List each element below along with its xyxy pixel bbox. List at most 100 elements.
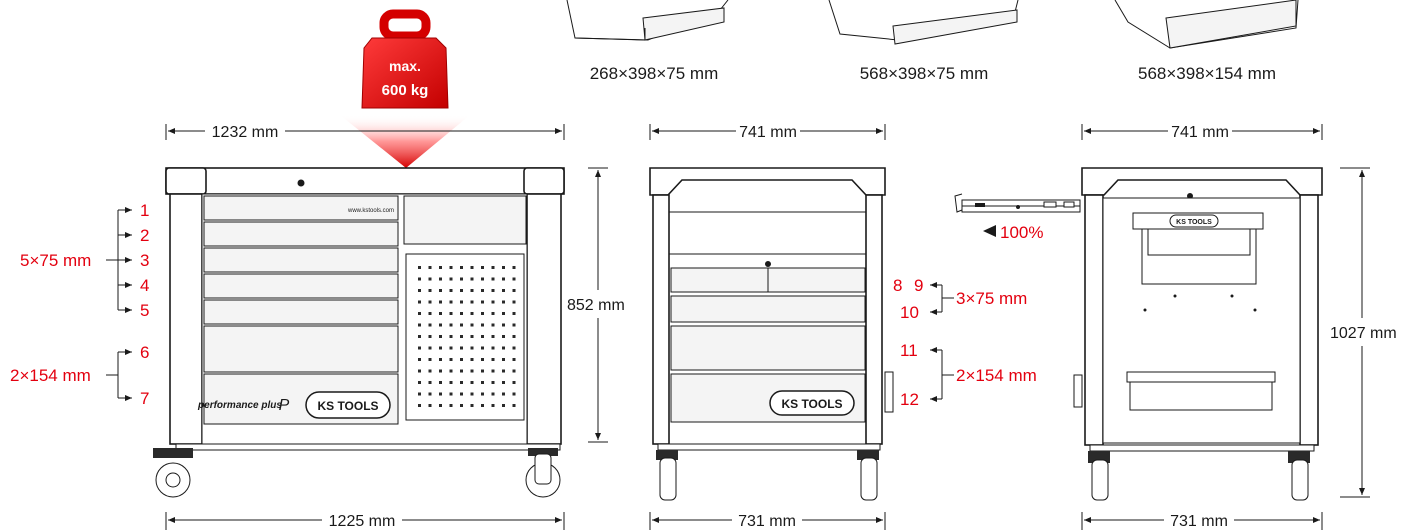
side-small-group-label: 3×75 mm [956,289,1027,308]
pegboard-hole [449,277,453,281]
pegboard-hole [512,392,516,396]
pegboard-hole [512,335,516,338]
pegboard-hole [502,312,505,315]
pegboard-hole [502,289,505,292]
pegboard-hole [502,266,505,269]
pegboard-hole [481,404,484,407]
pegboard-hole [428,312,432,315]
pegboard-hole [512,277,516,281]
pegboard-hole [460,381,463,384]
pegboard-hole [470,300,474,304]
side-drawer-number-10: 10 [900,303,919,322]
pegboard-hole [470,369,474,373]
pegboard-hole [481,346,484,350]
pegboard-hole [449,323,453,327]
front-url: www.kstools.com [347,208,394,214]
pegboard-hole [418,358,421,361]
pegboard-hole [439,266,442,269]
pegboard-hole [470,289,474,292]
drawer-image-medium [828,0,1019,45]
drawer-size-label-large: 568×398×154 mm [1138,64,1276,83]
pegboard-hole [449,369,453,373]
pegboard-hole [512,346,516,350]
pegboard-hole [491,312,495,315]
back-logo: KS TOOLS [1176,219,1212,226]
pegboard-hole [491,369,495,373]
drawer-image-large [1114,0,1299,49]
side-width-top: 741 mm [739,124,797,141]
pegboard-hole [460,277,463,281]
pegboard-hole [481,381,484,384]
pegboard-hole [512,358,516,361]
pegboard-hole [512,312,516,315]
pegboard-hole [428,358,432,361]
pegboard-hole [439,323,442,327]
pegboard-hole [491,404,495,407]
pegboard-hole [491,335,495,338]
pegboard-hole [460,289,463,292]
pegboard-hole [418,392,421,396]
pegboard-hole [418,289,421,292]
pegboard-hole [481,289,484,292]
pegboard-hole [502,277,505,281]
front-large-group-label: 2×154 mm [10,366,91,385]
drawer-slide: 100% [954,193,1081,242]
pegboard-hole [428,404,432,407]
pegboard-hole [512,300,516,304]
front-small-group-label: 5×75 mm [20,251,91,270]
pegboard-hole [512,289,516,292]
pegboard-hole [512,369,516,373]
pegboard-hole [418,312,421,315]
pegboard-hole [460,358,463,361]
pegboard-hole [439,369,442,373]
side-logo: KS TOOLS [781,397,842,411]
front-series-mark: P [279,397,290,414]
pegboard-hole [512,404,516,407]
pegboard-hole [418,323,421,327]
side-width-bottom: 731 mm [738,513,796,530]
pegboard-hole [481,369,484,373]
pegboard-hole [502,323,505,327]
pegboard-hole [481,335,484,338]
pegboard-hole [491,289,495,292]
pegboard-hole [481,300,484,304]
pegboard-hole [428,277,432,281]
pegboard-hole [449,346,453,350]
pegboard-hole [481,312,484,315]
pegboard-hole [481,266,484,269]
pegboard-hole [491,392,495,396]
side-drawer-number-8: 8 [893,276,902,295]
pegboard-hole [470,392,474,396]
back-width-bottom: 731 mm [1170,513,1228,530]
slide-extension: 100% [1000,223,1043,242]
pegboard-hole [491,277,495,281]
max-load-weight-icon: max. 600 kg [340,9,470,168]
pegboard-hole [449,300,453,304]
pegboard-hole [481,392,484,396]
pegboard-hole [428,323,432,327]
side-view: 741 mm KS TOOLS 731 mm 8 9 10 3×75 mm [649,124,1037,530]
pegboard-hole [481,277,484,281]
pegboard-hole [428,289,432,292]
max-load-line1: max. [389,58,421,74]
pegboard-hole [470,358,474,361]
pegboard-hole [512,323,516,327]
back-width-top: 741 mm [1171,124,1229,141]
pegboard-hole [502,392,505,396]
back-view: 741 mm 1027 mm KS TOOLS 731 mm [1073,124,1397,530]
front-width-bottom: 1225 mm [329,513,396,530]
front-drawer-number-6: 6 [140,343,149,362]
pegboard-hole [439,300,442,304]
pegboard-hole [502,300,505,304]
pegboard-hole [428,381,432,384]
pegboard-hole [460,323,463,327]
front-drawer-number-4: 4 [140,276,149,295]
pegboard-hole [439,381,442,384]
pegboard-hole [439,335,442,338]
front-view: 1232 mm 852 mm www.kstools.com performan… [10,124,625,530]
pegboard-hole [491,300,495,304]
pegboard-hole [512,381,516,384]
pegboard-hole [470,335,474,338]
side-drawer-number-9: 9 [914,276,923,295]
front-drawer-number-2: 2 [140,226,149,245]
